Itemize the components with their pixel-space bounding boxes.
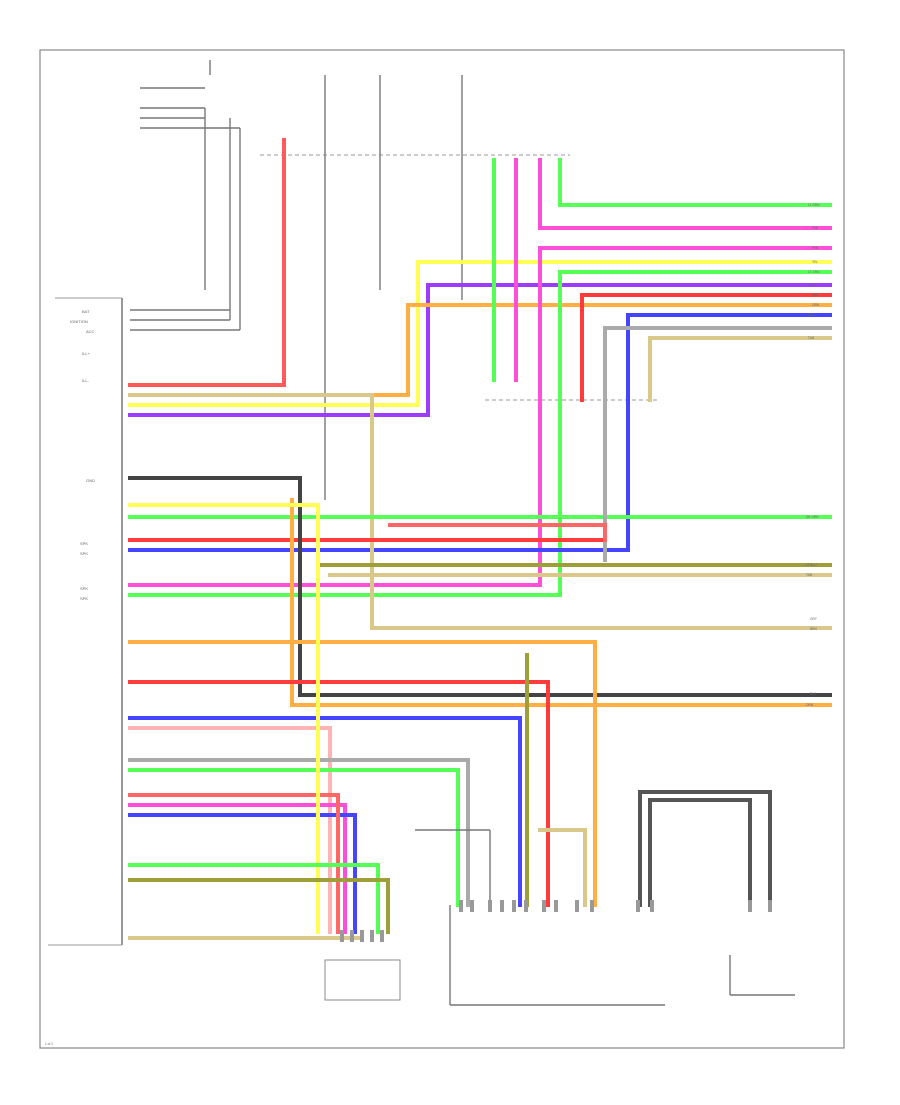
wire-tan-2	[128, 393, 832, 630]
pin-ill-plus: ILL+	[82, 351, 91, 356]
svg-text:LT GRN: LT GRN	[808, 203, 820, 207]
wire-blue-bottom	[128, 813, 357, 934]
wire-olive-lower	[128, 878, 390, 934]
wire-green-lower2	[128, 863, 380, 934]
svg-text:YEL: YEL	[812, 260, 818, 264]
pin-spk-4: SPK	[80, 596, 88, 601]
svg-text:DK GRN: DK GRN	[806, 515, 819, 519]
svg-text:VIO: VIO	[810, 283, 816, 287]
wire-tags: LT GRN PNK PNK YEL LT GRN VIO RED ORN BL…	[806, 203, 820, 707]
wire-pink-bottom	[128, 803, 347, 934]
wire-gray-lower	[128, 758, 470, 907]
wire-yellow-v	[128, 503, 320, 934]
svg-text:BLU: BLU	[808, 313, 815, 317]
pin-spk-3: SPK	[80, 586, 88, 591]
wire-tan-v	[538, 828, 587, 907]
top-harness	[130, 60, 660, 500]
wire-orange-1	[128, 303, 832, 397]
wire-green-mid	[128, 270, 832, 597]
svg-text:BRN: BRN	[810, 627, 817, 631]
wire-pink-top	[538, 158, 832, 230]
wire-tan-1	[648, 336, 832, 402]
svg-text:PNK: PNK	[812, 246, 819, 250]
wire-blue-right	[128, 313, 832, 552]
wire-green-lower	[128, 768, 460, 907]
wire-yellow-1	[128, 260, 832, 407]
audio-unit	[48, 297, 123, 946]
wire-red-bottom	[128, 793, 340, 934]
svg-text:TAN: TAN	[806, 573, 813, 577]
pin-ign: IGNITION	[70, 319, 88, 324]
wire-black-v	[128, 476, 832, 697]
pin-acc: ACC	[86, 329, 95, 334]
wire-black-right2	[648, 798, 752, 907]
wire-red-top	[128, 138, 286, 387]
pin-labels: BAT IGNITION ACC ILL+ ILL- GND SPK SPK S…	[70, 309, 95, 601]
svg-text:TAN: TAN	[808, 336, 815, 340]
wire-gray-right	[603, 326, 832, 402]
svg-text:LT BLU: LT BLU	[806, 563, 817, 567]
svg-text:ORN: ORN	[812, 303, 820, 307]
connector-pins	[340, 900, 772, 942]
wire-green-top	[558, 158, 832, 207]
pin-spk-2: SPK	[80, 551, 88, 556]
wire-black-right	[638, 790, 772, 907]
diagram-border	[39, 49, 845, 1049]
svg-text:GRY: GRY	[810, 617, 818, 621]
pin-bat: BAT	[82, 309, 90, 314]
pin-gnd: GND	[86, 478, 95, 483]
svg-text:ORN: ORN	[806, 703, 814, 707]
svg-text:LT GRN: LT GRN	[808, 270, 820, 274]
svg-text:PNK: PNK	[812, 226, 819, 230]
svg-text:BLK: BLK	[810, 692, 817, 696]
wire-blue-lower	[128, 716, 522, 907]
bottom-connectors	[324, 829, 795, 1006]
pin-spk-1: SPK	[80, 541, 88, 546]
wires	[128, 138, 832, 940]
pin-ill-minus: ILL-	[82, 378, 90, 383]
svg-text:RED: RED	[812, 293, 819, 297]
wire-violet-1	[128, 283, 832, 417]
page-tag: 1 of 2	[45, 1042, 53, 1046]
wire-orange-lower	[128, 640, 597, 907]
wire-pink-2	[128, 246, 832, 587]
wire-red-right	[580, 293, 832, 402]
wire-red-v2	[388, 523, 607, 542]
wire-orange-v	[290, 498, 832, 707]
